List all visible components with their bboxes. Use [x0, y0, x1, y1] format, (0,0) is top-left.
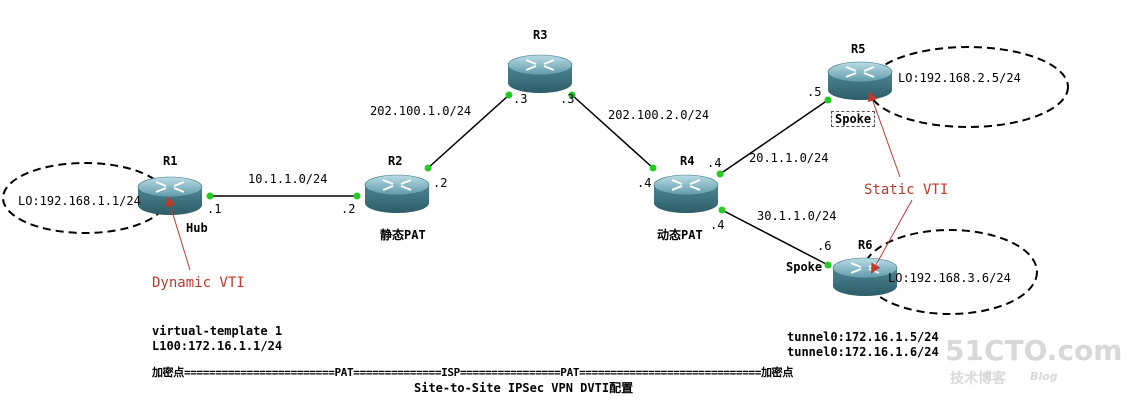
network-r1-r2: 10.1.1.0/24	[248, 172, 328, 186]
hub-config-line2: L100:172.16.1.1/24	[152, 339, 283, 353]
loopback-r5: LO:192.168.2.5/24	[898, 71, 1021, 85]
dynamic-vti-arrow	[165, 196, 191, 271]
spoke-config-line1: tunnel0:172.16.1.5/24	[787, 330, 939, 344]
network-r4-r6: 30.1.1.0/24	[757, 209, 837, 223]
router-r4-icon[interactable]	[653, 174, 719, 214]
router-r5-name: R5	[851, 42, 866, 56]
static-vti-label: Static VTI	[864, 182, 949, 198]
loopback-ellipse-r5	[867, 46, 1069, 128]
router-r4-role: 动态PAT	[657, 228, 703, 242]
watermark-sub: 技术博客	[950, 371, 1006, 387]
router-r5-icon[interactable]	[827, 61, 893, 101]
network-r4-r5: 20.1.1.0/24	[749, 151, 829, 165]
iface-r5: .5	[807, 85, 822, 99]
iface-r3-left: .3	[513, 92, 528, 106]
links	[210, 94, 829, 266]
spoke-config-line2: tunnel0:172.16.1.6/24	[787, 345, 939, 359]
loopback-r6: LO:192.168.3.6/24	[888, 271, 1011, 285]
iface-r2-left: .2	[341, 202, 356, 216]
static-vti-arrow-r6	[871, 199, 913, 274]
watermark-logo: 51CTO.com	[945, 334, 1122, 367]
hub-config-line1: virtual-template 1	[152, 324, 283, 338]
iface-r4-top: .4	[707, 156, 722, 170]
router-r6-role: Spoke	[786, 260, 823, 274]
link-r4-r6	[721, 209, 829, 266]
router-r5-role: Spoke	[831, 111, 876, 127]
iface-r4-left: .4	[637, 176, 652, 190]
router-r2-icon[interactable]	[364, 174, 430, 214]
router-r3-name: R3	[533, 28, 548, 42]
encryption-path-line: 加密点========================PAT==========…	[152, 366, 793, 379]
network-r3-r4: 202.100.2.0/24	[608, 108, 710, 122]
iface-r1: .1	[207, 202, 222, 216]
diagram-caption: Site-to-Site IPSec VPN DVTI配置	[414, 381, 634, 395]
router-r4-name: R4	[680, 154, 695, 168]
router-r1-icon[interactable]	[137, 176, 203, 216]
link-r3-r4	[571, 94, 654, 169]
router-r6-name: R6	[858, 238, 873, 252]
router-r1-role: Hub	[186, 221, 208, 235]
topology-canvas	[2, 46, 1069, 315]
static-vti-arrow-r5	[867, 91, 901, 178]
iface-r4-bottom: .4	[710, 218, 725, 232]
link-r2-r3	[427, 94, 510, 169]
network-r2-r3: 202.100.1.0/24	[370, 104, 472, 118]
link-r4-r5	[719, 99, 829, 175]
router-r1-name: R1	[163, 154, 178, 168]
router-r3-icon[interactable]	[507, 54, 573, 94]
watermark-blog: Blog	[1030, 370, 1058, 383]
iface-r3-right: .3	[560, 92, 575, 106]
router-r2-name: R2	[388, 154, 403, 168]
iface-r2-right: .2	[433, 176, 448, 190]
loopback-r1: LO:192.168.1.1/24	[18, 194, 141, 208]
dynamic-vti-label: Dynamic VTI	[152, 275, 245, 291]
router-r2-role: 静态PAT	[380, 228, 426, 242]
interface-dots	[206, 91, 832, 269]
iface-r6: .6	[817, 239, 832, 253]
